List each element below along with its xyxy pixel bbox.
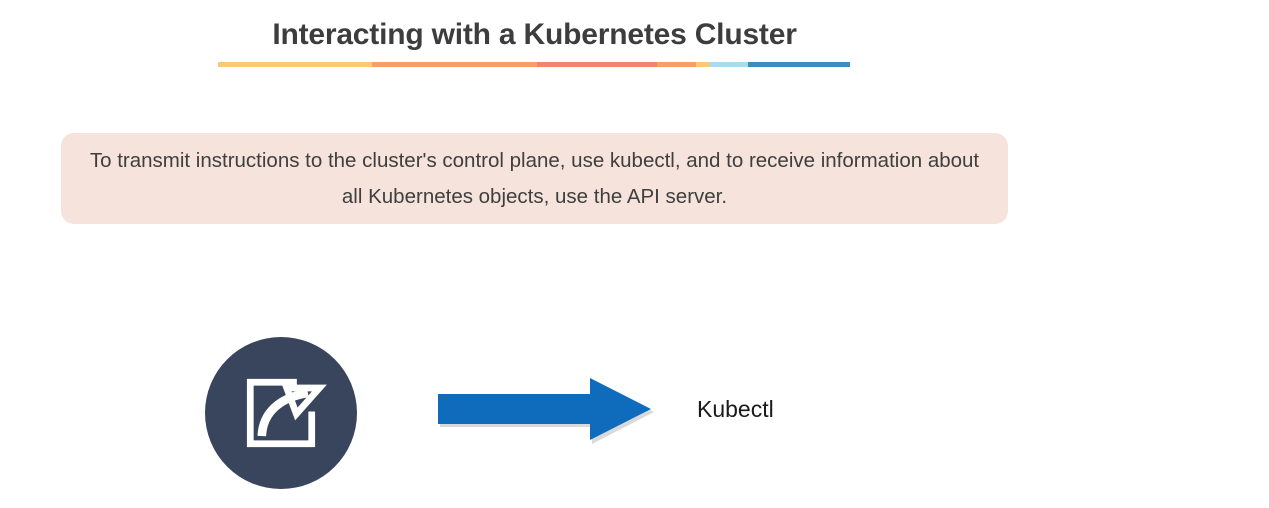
rule-segment-soft-orange xyxy=(372,62,537,67)
callout-box: To transmit instructions to the cluster'… xyxy=(61,133,1008,224)
export-icon xyxy=(233,365,329,461)
rule-segment-light-amber-2 xyxy=(696,62,710,67)
rule-segment-coral-red xyxy=(537,62,657,67)
rule-segment-warm-orange xyxy=(657,62,696,67)
flow-arrow xyxy=(438,378,656,446)
rule-segment-light-amber xyxy=(218,62,372,67)
rule-segment-pale-blue xyxy=(710,62,748,67)
callout-text: To transmit instructions to the cluster'… xyxy=(89,148,980,208)
rule-segment-steel-blue xyxy=(748,62,850,67)
page-title: Interacting with a Kubernetes Cluster xyxy=(272,18,797,51)
flow-arrow-label: Kubectl xyxy=(697,396,774,422)
title-underline-rule xyxy=(218,62,850,67)
export-icon-badge xyxy=(205,337,357,489)
